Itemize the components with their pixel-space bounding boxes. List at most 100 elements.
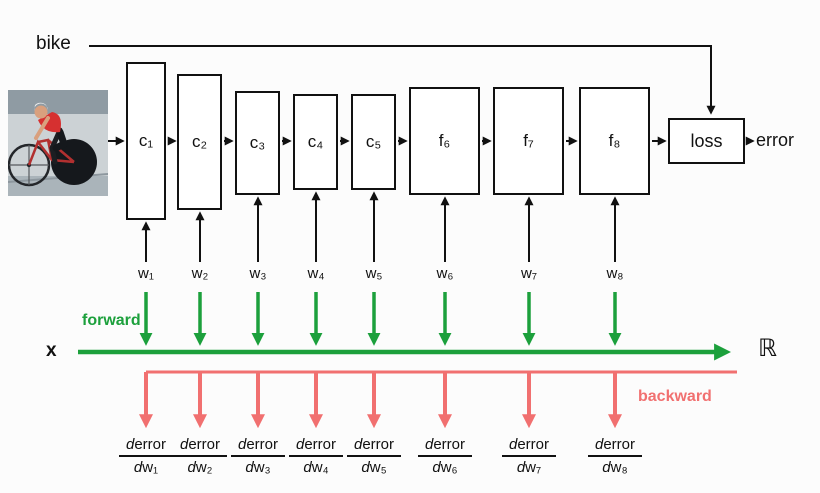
- gradient-denominator: dw₄: [285, 459, 347, 476]
- backward-pass-label: backward: [638, 388, 712, 405]
- fraction-bar: [347, 455, 401, 457]
- derivative-d: d: [353, 436, 363, 453]
- layer-box-f7: f₇: [493, 87, 564, 195]
- gradient-fraction-w8: derror dw₈: [584, 436, 646, 476]
- backward-gradient-arrows: [139, 372, 622, 429]
- forward-pass-label: forward: [82, 312, 141, 329]
- layer-label: f₈: [608, 131, 621, 150]
- derivative-d: d: [187, 459, 196, 476]
- derivative-d: d: [245, 459, 254, 476]
- gradient-numerator: derror: [115, 436, 177, 453]
- layer-box-c5: c₅: [351, 94, 396, 190]
- numerator-text: error: [188, 436, 220, 453]
- gradient-numerator: derror: [227, 436, 289, 453]
- numerator-text: error: [603, 436, 635, 453]
- layer-label: c₅: [365, 132, 382, 151]
- layer-box-c4: c₄: [293, 94, 338, 190]
- gradient-fraction-w6: derror dw₆: [414, 436, 476, 476]
- gradient-denominator: dw₃: [227, 459, 289, 476]
- gradient-denominator: dw₁: [115, 459, 177, 476]
- forward-weight-arrows: [139, 292, 622, 346]
- error-output-label: error: [756, 130, 795, 150]
- weight-label-w5: w₅: [365, 265, 383, 282]
- weight-label-w1: w₁: [138, 265, 154, 282]
- gradient-fraction-w7: derror dw₇: [498, 436, 560, 476]
- denominator-text: w₈: [610, 459, 628, 476]
- layer-box-c1: c₁: [126, 62, 166, 220]
- weight-label-w4: w₄: [307, 265, 325, 282]
- input-x-label: x: [46, 340, 57, 361]
- derivative-d: d: [179, 436, 189, 453]
- fraction-bar: [119, 455, 173, 457]
- denominator-text: w₁: [142, 459, 159, 476]
- gradient-numerator: derror: [584, 436, 646, 453]
- numerator-text: error: [362, 436, 394, 453]
- gradient-denominator: dw₇: [498, 459, 560, 476]
- gradient-fraction-w4: derror dw₄: [285, 436, 347, 476]
- gradient-fraction-w3: derror dw₃: [227, 436, 289, 476]
- layer-label: c₄: [307, 132, 324, 151]
- numerator-text: error: [304, 436, 336, 453]
- numerator-text: error: [517, 436, 549, 453]
- loss-label: loss: [690, 130, 723, 151]
- derivative-d: d: [133, 459, 143, 476]
- loss-box: loss: [668, 118, 745, 164]
- gradient-numerator: derror: [343, 436, 405, 453]
- numerator-text: error: [433, 436, 465, 453]
- gradient-fraction-w1: derror dw₁: [115, 436, 177, 476]
- gradient-denominator: dw₅: [343, 459, 405, 476]
- layer-label: f₇: [523, 131, 534, 150]
- layer-label: c₂: [191, 132, 208, 151]
- gradient-fraction-w5: derror dw₅: [343, 436, 405, 476]
- gradient-fraction-w2: derror dw₂: [169, 436, 231, 476]
- weight-label-w2: w₂: [191, 265, 209, 282]
- weight-label-w6: w₆: [436, 265, 454, 282]
- weight-label-w8: w₈: [606, 265, 624, 282]
- denominator-text: w₃: [253, 459, 271, 476]
- denominator-text: w₂: [195, 459, 213, 476]
- fraction-bar: [173, 455, 227, 457]
- weight-label-w7: w₇: [521, 265, 537, 282]
- denominator-text: w₅: [369, 459, 387, 476]
- derivative-d: d: [125, 436, 135, 453]
- layer-label: c₁: [138, 131, 154, 150]
- numerator-text: error: [246, 436, 278, 453]
- derivative-d: d: [516, 459, 526, 476]
- layer-box-f6: f₆: [409, 87, 480, 195]
- derivative-d: d: [361, 459, 370, 476]
- derivative-d: d: [508, 436, 518, 453]
- cyclist-image: [8, 90, 108, 196]
- fraction-bar: [289, 455, 343, 457]
- fraction-bar: [418, 455, 472, 457]
- gradient-numerator: derror: [414, 436, 476, 453]
- layer-box-c2: c₂: [177, 74, 222, 210]
- derivative-d: d: [295, 436, 305, 453]
- derivative-d: d: [602, 459, 611, 476]
- derivative-d: d: [594, 436, 604, 453]
- layer-label: f₆: [438, 131, 451, 150]
- layer-label: c₃: [249, 133, 266, 152]
- numerator-text: error: [134, 436, 166, 453]
- fraction-bar: [502, 455, 556, 457]
- gradient-numerator: derror: [169, 436, 231, 453]
- weight-label-w3: w₃: [249, 265, 267, 282]
- gradient-denominator: dw₂: [169, 459, 231, 476]
- fraction-bar: [231, 455, 285, 457]
- fraction-bar: [588, 455, 642, 457]
- derivative-d: d: [237, 436, 247, 453]
- derivative-d: d: [432, 459, 441, 476]
- derivative-d: d: [424, 436, 434, 453]
- gradient-numerator: derror: [285, 436, 347, 453]
- denominator-text: w₄: [311, 459, 329, 476]
- gradient-denominator: dw₆: [414, 459, 476, 476]
- bike-target-label: bike: [36, 33, 71, 54]
- layer-box-c3: c₃: [235, 91, 280, 195]
- gradient-numerator: derror: [498, 436, 560, 453]
- real-numbers-symbol: ℝ: [758, 335, 778, 362]
- denominator-text: w₇: [525, 459, 542, 476]
- gradient-denominator: dw₈: [584, 459, 646, 476]
- denominator-text: w₆: [440, 459, 458, 476]
- layer-box-f8: f₈: [579, 87, 650, 195]
